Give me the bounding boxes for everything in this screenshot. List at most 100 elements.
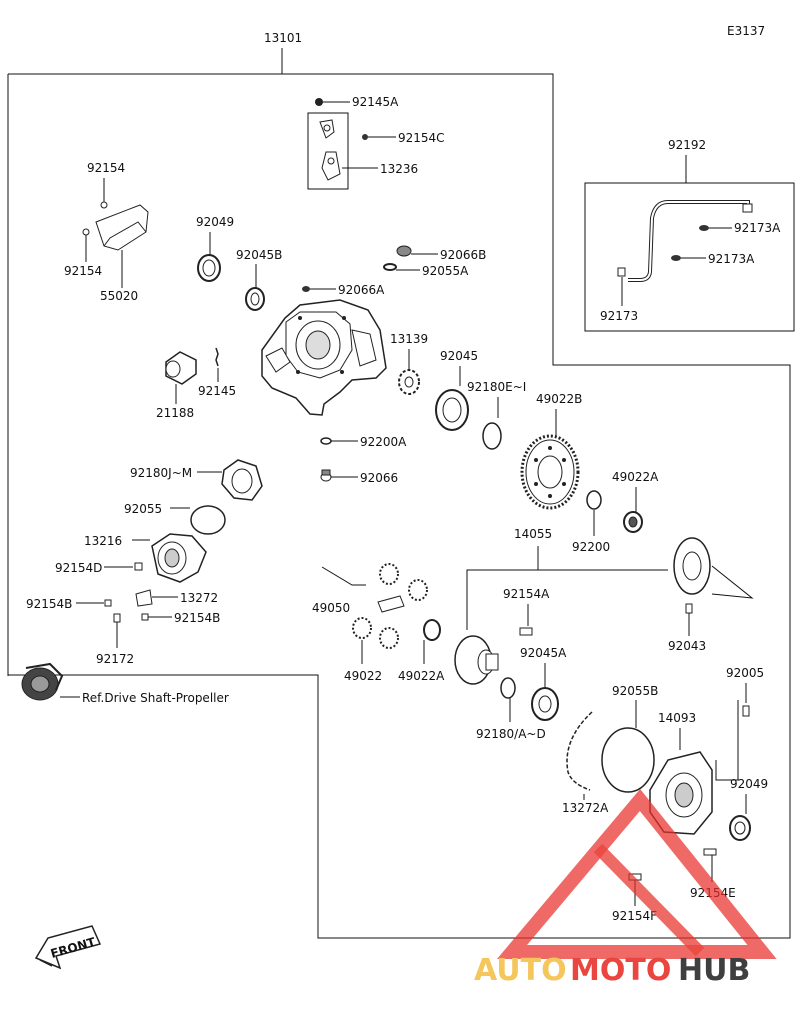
svg-text:92145: 92145 bbox=[198, 384, 236, 398]
shim-92180E bbox=[482, 422, 502, 450]
plug-92066B bbox=[396, 245, 412, 257]
svg-text:92045: 92045 bbox=[440, 349, 478, 363]
cover-55020 bbox=[95, 204, 149, 251]
svg-text:13272: 13272 bbox=[180, 591, 218, 605]
svg-text:92154D: 92154D bbox=[55, 561, 102, 575]
assembly-outline bbox=[7, 73, 791, 939]
svg-text:92154B: 92154B bbox=[26, 597, 72, 611]
svg-text:92066B: 92066B bbox=[440, 248, 486, 262]
oring-92055A bbox=[383, 263, 397, 271]
svg-text:92049: 92049 bbox=[196, 215, 234, 229]
svg-text:92005: 92005 bbox=[726, 666, 764, 680]
bolt-92154-left bbox=[82, 228, 90, 236]
washer-92200A bbox=[320, 437, 332, 445]
differential-housing bbox=[261, 299, 387, 416]
spring-92145 bbox=[215, 347, 219, 367]
bearing-92045 bbox=[435, 389, 469, 431]
svg-text:49022B: 49022B bbox=[536, 392, 582, 406]
svg-text:92154B: 92154B bbox=[174, 611, 220, 625]
svg-text:92045B: 92045B bbox=[236, 248, 282, 262]
bleeder-92005 bbox=[742, 705, 750, 717]
washer-49022A-bottom bbox=[423, 619, 441, 641]
pin-92172 bbox=[113, 613, 121, 623]
watermark-hub: HUB bbox=[678, 953, 750, 988]
bearing-92045B bbox=[245, 287, 265, 311]
bolt-92154B-left bbox=[104, 599, 112, 607]
diff-gears-49050 bbox=[352, 563, 428, 649]
ring-gear-49022B bbox=[520, 434, 580, 510]
svg-text:13272A: 13272A bbox=[562, 801, 609, 815]
bolt-92154-top bbox=[100, 201, 108, 209]
svg-text:92145A: 92145A bbox=[352, 95, 399, 109]
diff-case-14055 bbox=[454, 635, 499, 685]
cover-13216 bbox=[151, 533, 207, 583]
plate-13272 bbox=[135, 589, 153, 607]
svg-text:49050: 49050 bbox=[312, 601, 350, 615]
oring-92055B bbox=[601, 727, 655, 793]
svg-text:92154C: 92154C bbox=[398, 131, 445, 145]
svg-text:92173A: 92173A bbox=[734, 221, 781, 235]
svg-text:92154F: 92154F bbox=[612, 909, 657, 923]
plug-92066A bbox=[302, 286, 310, 292]
bracket-13236 bbox=[319, 119, 341, 181]
svg-text:92055B: 92055B bbox=[612, 684, 658, 698]
svg-text:92173A: 92173A bbox=[708, 252, 755, 266]
bracket-box-13236 bbox=[307, 112, 349, 190]
svg-text:92180J~M: 92180J~M bbox=[130, 466, 192, 480]
svg-text:92180/A~D: 92180/A~D bbox=[476, 727, 546, 741]
svg-text:92066A: 92066A bbox=[338, 283, 385, 297]
svg-text:92043: 92043 bbox=[668, 639, 706, 653]
svg-text:92154: 92154 bbox=[87, 161, 125, 175]
reference-note: Ref.Drive Shaft-Propeller bbox=[82, 691, 229, 705]
svg-text:92200A: 92200A bbox=[360, 435, 407, 449]
svg-text:92049: 92049 bbox=[730, 777, 768, 791]
svg-text:92045A: 92045A bbox=[520, 646, 567, 660]
bolt-92154D bbox=[134, 562, 143, 571]
gasket-92180J bbox=[221, 459, 263, 501]
bearing-92045A bbox=[531, 687, 559, 721]
svg-text:13236: 13236 bbox=[380, 162, 418, 176]
svg-text:13216: 13216 bbox=[84, 534, 122, 548]
watermark-auto: AUTO bbox=[474, 953, 567, 988]
clip-92173A-2 bbox=[671, 255, 706, 261]
oil-seal-92049-bottom bbox=[729, 815, 751, 841]
svg-text:14055: 14055 bbox=[514, 527, 552, 541]
bolt-92154A bbox=[519, 627, 533, 636]
shim-92180A bbox=[500, 677, 516, 699]
assembly-number: 13101 bbox=[264, 31, 302, 45]
drive-shaft-reference bbox=[21, 662, 64, 701]
watermark-moto: MOTO bbox=[570, 953, 671, 988]
svg-text:55020: 55020 bbox=[100, 289, 138, 303]
bolt-92154E bbox=[703, 848, 717, 856]
bolt-92154C bbox=[362, 134, 368, 140]
inset-box bbox=[584, 182, 795, 332]
gear-13139 bbox=[398, 369, 420, 395]
svg-text:21188: 21188 bbox=[156, 406, 194, 420]
cap-92145A bbox=[315, 98, 323, 106]
diagram-code: E3137 bbox=[727, 24, 765, 38]
svg-text:92055: 92055 bbox=[124, 502, 162, 516]
oring-92055 bbox=[190, 505, 226, 535]
svg-text:49022A: 49022A bbox=[398, 669, 445, 683]
flange-14055 bbox=[673, 537, 711, 595]
svg-text:13139: 13139 bbox=[390, 332, 428, 346]
svg-text:92172: 92172 bbox=[96, 652, 134, 666]
svg-text:92173: 92173 bbox=[600, 309, 638, 323]
washer-92200 bbox=[586, 490, 602, 510]
front-arrow-icon: FRONT bbox=[34, 925, 102, 970]
gasket-13272A bbox=[566, 711, 593, 791]
inset-label: 92192 bbox=[668, 138, 706, 152]
svg-text:49022A: 49022A bbox=[612, 470, 659, 484]
svg-text:92055A: 92055A bbox=[422, 264, 469, 278]
sensor-21188 bbox=[165, 351, 197, 385]
oil-seal-92049-top bbox=[197, 254, 221, 282]
cover-14093 bbox=[649, 751, 713, 835]
pin-92043 bbox=[685, 603, 693, 614]
svg-text:92154A: 92154A bbox=[503, 587, 550, 601]
clip-92173A-1 bbox=[699, 225, 732, 231]
breather-hose bbox=[628, 200, 753, 282]
svg-text:92180E~I: 92180E~I bbox=[467, 380, 526, 394]
clip-92173 bbox=[617, 267, 626, 306]
automotohub-watermark: AUTO MOTO HUB bbox=[474, 788, 777, 988]
